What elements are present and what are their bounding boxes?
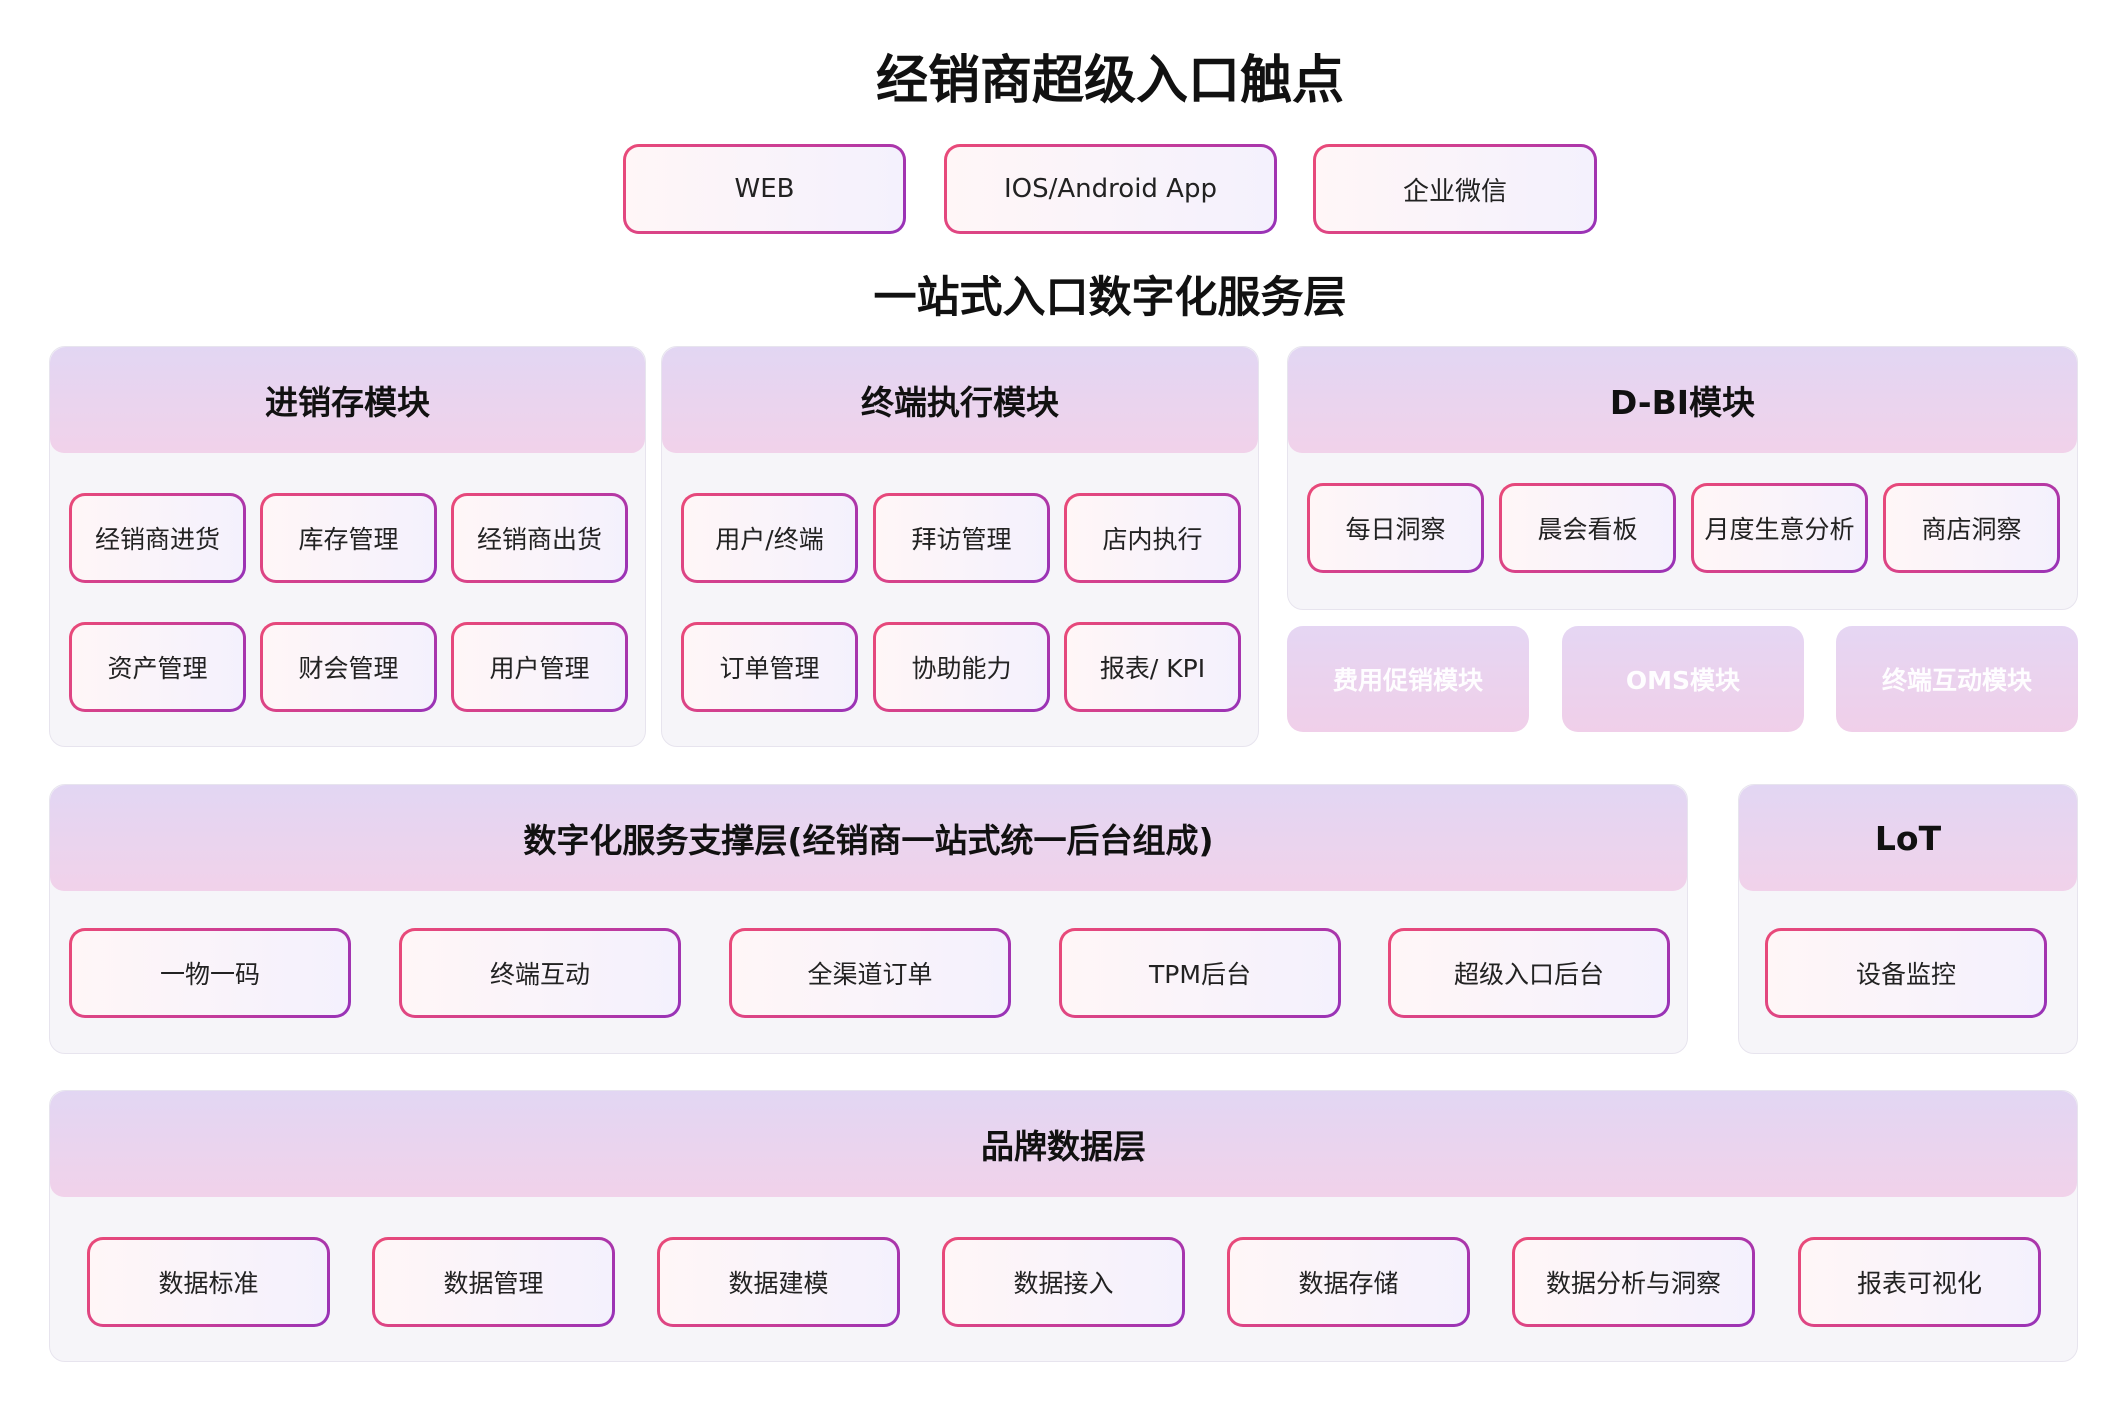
brand-data-item: 报表可视化: [1798, 1237, 2041, 1327]
terminal-item: 订单管理: [681, 622, 858, 712]
diagram-title: 经销商超级入口触点: [875, 51, 1344, 111]
service-layer-title: 一站式入口数字化服务层: [873, 273, 1347, 323]
panel-dbi-module: D-BI模块 每日洞察 晨会看板 月度生意分析 商店洞察: [1287, 346, 2078, 610]
panel-dbi-title: D-BI模块: [1288, 347, 2077, 453]
support-item: 一物一码: [69, 928, 351, 1018]
panel-terminal-title: 终端执行模块: [662, 347, 1258, 453]
dbi-item: 商店洞察: [1883, 483, 2060, 573]
jxc-item: 经销商出货: [451, 493, 628, 583]
panel-support-layer-title: 数字化服务支撑层(经销商一站式统一后台组成): [50, 785, 1687, 891]
entry-web: WEB: [623, 144, 906, 234]
support-item: 终端互动: [399, 928, 681, 1018]
brand-data-item: 数据存储: [1227, 1237, 1470, 1327]
jxc-item: 经销商进货: [69, 493, 246, 583]
brand-data-item: 数据标准: [87, 1237, 330, 1327]
support-item: 超级入口后台: [1388, 928, 1670, 1018]
dbi-item: 月度生意分析: [1691, 483, 1868, 573]
brand-data-item: 数据管理: [372, 1237, 615, 1327]
jxc-item: 资产管理: [69, 622, 246, 712]
iot-item: 设备监控: [1765, 928, 2047, 1018]
panel-brand-data-layer-title: 品牌数据层: [50, 1091, 2077, 1197]
brand-data-item: 数据分析与洞察: [1512, 1237, 1755, 1327]
jxc-item: 财会管理: [260, 622, 437, 712]
terminal-item: 用户/终端: [681, 493, 858, 583]
entry-wecom: 企业微信: [1313, 144, 1597, 234]
terminal-item: 协助能力: [873, 622, 1050, 712]
panel-iot: LoT 设备监控: [1738, 784, 2078, 1054]
module-terminal-interaction: 终端互动模块: [1836, 626, 2078, 732]
entry-ios-android-app: IOS/Android App: [944, 144, 1277, 234]
support-item: 全渠道订单: [729, 928, 1011, 1018]
panel-brand-data-layer: 品牌数据层 数据标准 数据管理 数据建模 数据接入 数据存储 数据分析与洞察 报…: [49, 1090, 2078, 1362]
panel-support-layer: 数字化服务支撑层(经销商一站式统一后台组成) 一物一码 终端互动 全渠道订单 T…: [49, 784, 1688, 1054]
dbi-item: 晨会看板: [1499, 483, 1676, 573]
terminal-item: 店内执行: [1064, 493, 1241, 583]
terminal-item: 报表/ KPI: [1064, 622, 1241, 712]
brand-data-item: 数据接入: [942, 1237, 1185, 1327]
panel-jxc-title: 进销存模块: [50, 347, 645, 453]
panel-jxc-module: 进销存模块 经销商进货 库存管理 经销商出货 资产管理 财会管理 用户管理: [49, 346, 646, 747]
panel-iot-title: LoT: [1739, 785, 2077, 891]
module-oms: OMS模块: [1562, 626, 1804, 732]
jxc-item: 用户管理: [451, 622, 628, 712]
module-fee-promotion: 费用促销模块: [1287, 626, 1529, 732]
dbi-item: 每日洞察: [1307, 483, 1484, 573]
brand-data-item: 数据建模: [657, 1237, 900, 1327]
support-item: TPM后台: [1059, 928, 1341, 1018]
jxc-item: 库存管理: [260, 493, 437, 583]
terminal-item: 拜访管理: [873, 493, 1050, 583]
panel-terminal-module: 终端执行模块 用户/终端 拜访管理 店内执行 订单管理 协助能力 报表/ KPI: [661, 346, 1259, 747]
